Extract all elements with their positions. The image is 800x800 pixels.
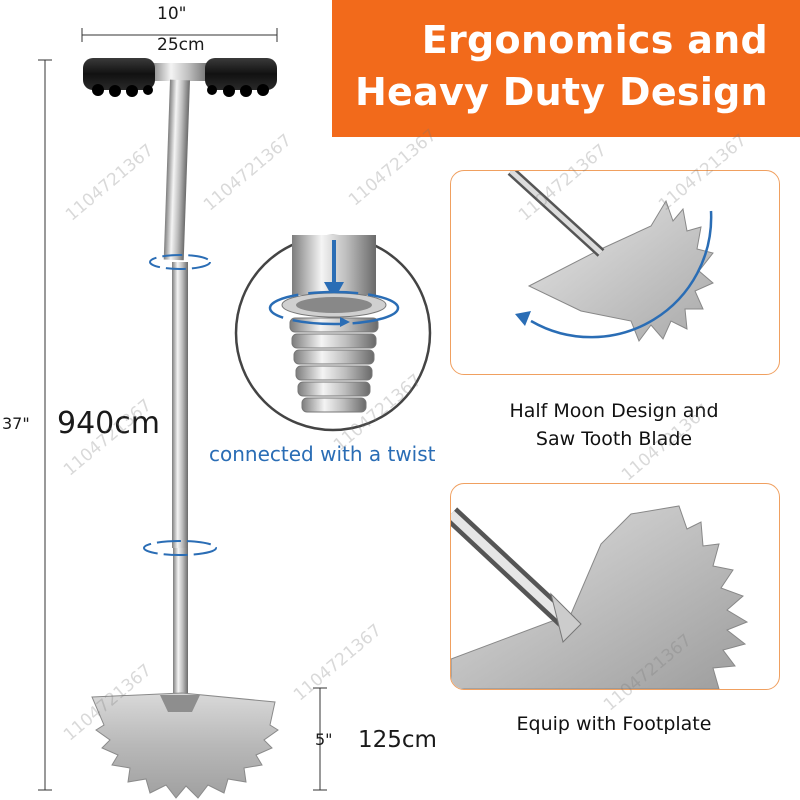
half-moon-blade-closeup (507, 171, 714, 343)
t-handle (83, 58, 277, 97)
feature-caption-footplate: Equip with Footplate (450, 710, 778, 738)
twist-connection-detail (234, 234, 432, 432)
handle-width-cm: 25cm (157, 35, 205, 55)
twist-callout-label: connected with a twist (209, 442, 436, 466)
dimension-lines (38, 28, 327, 791)
feature-card-footplate (450, 483, 780, 690)
feature-card-half-moon (450, 170, 780, 375)
blade-height-cm: 125cm (358, 727, 437, 753)
half-moon-caption-line-2: Saw Tooth Blade (535, 428, 693, 450)
footplate-closeup (451, 505, 749, 689)
shaft (143, 79, 217, 698)
blade (91, 692, 279, 799)
total-height-cm: 940cm (57, 406, 160, 441)
banner-title-line-2: Heavy Duty Design (354, 70, 768, 114)
banner-title-line-1: Ergonomics and (421, 18, 768, 62)
footplate-caption-line-1: Equip with Footplate (516, 713, 712, 735)
blade-height-inches: 5" (315, 730, 333, 749)
feature-caption-half-moon: Half Moon Design and Saw Tooth Blade (450, 397, 778, 453)
title-banner: Ergonomics and Heavy Duty Design (332, 0, 800, 137)
total-height-inches: 37" (2, 414, 30, 433)
half-moon-caption-line-1: Half Moon Design and (509, 400, 719, 422)
handle-width-inches: 10" (157, 4, 187, 24)
